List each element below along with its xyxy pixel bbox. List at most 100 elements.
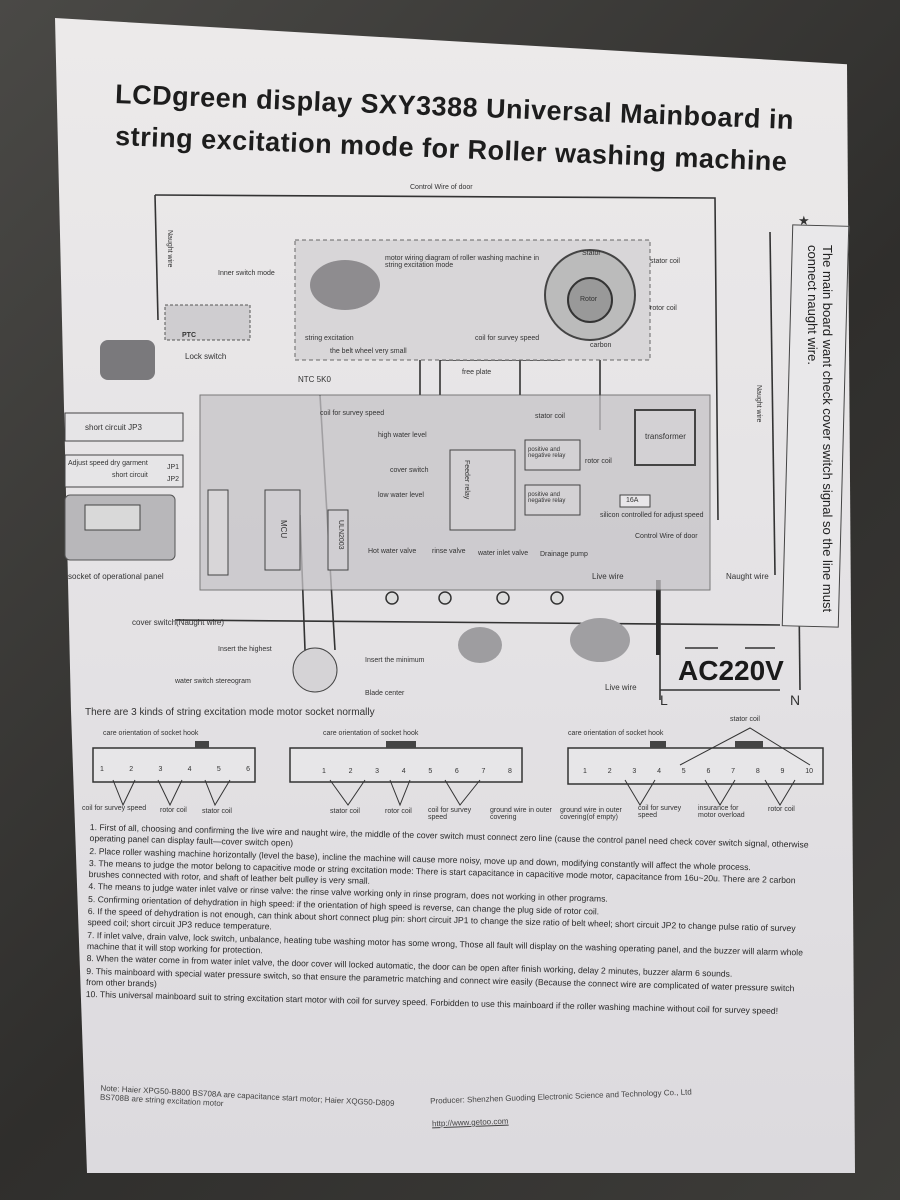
label-naught-wire-bottom: Naught wire <box>726 572 769 581</box>
label-low-water: low water level <box>378 492 424 499</box>
rinse-valve-terminal <box>438 591 452 605</box>
label-ptc: PTC <box>182 332 196 339</box>
label-free-plate: free plate <box>462 369 492 376</box>
socket-c-lead-3 <box>764 779 796 806</box>
panel-socket-strip <box>207 489 229 576</box>
socket-c-pin: 5 <box>681 768 686 775</box>
label-hot-water: Hot water valve <box>368 548 417 555</box>
socket-c-hook-2 <box>735 741 763 748</box>
label-cover-switch: cover switch <box>390 467 429 474</box>
socket-a-pin: 3 <box>158 766 163 773</box>
socket-a-lead-3 <box>204 779 231 807</box>
socket-c-label-4: rotor coil <box>768 806 795 813</box>
label-motor-diagram: motor wiring diagram of roller washing m… <box>385 255 540 269</box>
label-inner-switch-mode: Inner switch mode <box>218 270 275 277</box>
lock-switch-photo <box>100 340 155 380</box>
socket-b-pin: 3 <box>375 768 380 775</box>
label-mcu: MCU <box>279 520 288 539</box>
label-l: L <box>660 692 668 708</box>
socket-a <box>92 747 256 783</box>
socket-a-pin: 4 <box>187 766 192 773</box>
transformer-box <box>634 409 696 466</box>
socket-b-label-4: ground wire in outer covering <box>490 807 552 821</box>
socket-a-pin: 2 <box>129 766 134 773</box>
socket-c-pin: 4 <box>657 768 661 775</box>
socket-c-pin: 8 <box>755 768 760 775</box>
label-short-circuit: short circuit <box>112 472 148 479</box>
socket-a-lead-2 <box>157 779 183 807</box>
label-fuse: 16A <box>626 497 639 504</box>
socket-b-pin: 4 <box>401 768 406 775</box>
hot-valve-terminal <box>385 591 399 605</box>
label-belt-wheel: the belt wheel very small <box>330 348 407 355</box>
relay-box-2 <box>524 484 581 516</box>
socket-b <box>289 747 523 783</box>
socket-a-label-3: stator coil <box>202 808 232 815</box>
side-note-text: The main board want check cover switch s… <box>805 245 835 613</box>
water-switch <box>292 647 338 693</box>
socket-b-label-2: rotor coil <box>385 808 412 815</box>
label-stator-coil-1: stator coil <box>650 258 680 265</box>
socket-b-lead-1 <box>329 779 366 806</box>
label-insert-minimum: Insert the minimum <box>365 657 425 664</box>
socket-b-lead-2 <box>389 779 411 807</box>
mcu-box <box>264 489 301 571</box>
label-water-switch: water switch stereogram <box>175 678 251 685</box>
pump-photo <box>570 618 630 662</box>
panel-display <box>84 504 141 531</box>
socket-b-hook-label: care orientation of socket hook <box>323 730 419 737</box>
label-lock-switch: Lock switch <box>185 352 227 361</box>
socket-c-hook <box>650 741 666 748</box>
board-bottom-wire <box>174 619 781 626</box>
label-insert-highest: Insert the highest <box>218 646 272 653</box>
socket-a-label-2: rotor coil <box>160 807 187 814</box>
label-jp2: JP2 <box>167 476 180 483</box>
socket-a-hook-label: care orientation of socket hook <box>103 730 199 737</box>
socket-c <box>567 747 824 785</box>
label-control-wire-top: Control Wire of door <box>410 184 473 191</box>
socket-a-lead-1 <box>112 779 136 807</box>
ptc-box <box>164 304 251 341</box>
jp1-jp2-box <box>64 454 184 488</box>
naught-wire-right <box>769 231 776 576</box>
socket-c-pin: 3 <box>632 768 637 775</box>
inlet-valve-terminal <box>496 591 510 605</box>
socket-b-pin: 1 <box>322 768 326 775</box>
socket-c-label-2: coil for survey speed <box>638 805 682 819</box>
label-stator-coil-2: stator coil <box>535 413 565 420</box>
valve-photo <box>458 627 502 663</box>
socket-a-hook <box>195 741 209 748</box>
socket-c-pin: 1 <box>583 768 587 775</box>
uln-box <box>327 509 349 571</box>
label-live-wire: Live wire <box>592 572 624 581</box>
ac220v-label: AC220V <box>678 655 784 686</box>
label-coil-survey-speed-1: coil for survey speed <box>475 335 540 342</box>
socket-b-label-1: stator coil <box>330 808 360 815</box>
label-cover-switch-naught: cover switch(Naught wire) <box>132 618 225 627</box>
motor-photo <box>310 260 380 310</box>
label-water-inlet: water inlet valve <box>478 550 529 557</box>
socket-b-pin: 6 <box>454 768 459 775</box>
label-coil-survey-speed-2: coil for survey speed <box>320 410 385 417</box>
socket-c-pin: 6 <box>706 768 711 775</box>
socket-b-label-3: coil for survey speed <box>428 807 472 821</box>
socket-a-pin: 6 <box>246 766 250 773</box>
socket-c-top-label: stator coil <box>730 716 760 723</box>
socket-c-pin: 9 <box>780 768 785 775</box>
label-uln: ULN2003 <box>337 520 344 550</box>
drain-pump-terminal <box>550 591 564 605</box>
socket-b-pin: 5 <box>428 768 433 775</box>
label-naught-wire-left: Naught wire <box>166 230 173 268</box>
label-string-excitation: string excitation <box>305 335 354 342</box>
feeder-relay-box <box>449 449 516 531</box>
socket-c-stator <box>679 727 811 766</box>
label-feeder-relay: Feeder relay <box>463 460 470 500</box>
label-naught-wire-right: Naught wire <box>755 385 762 423</box>
socket-c-label-1: ground wire in outer covering(of empty) <box>560 807 622 821</box>
label-rotor-coil-2: rotor coil <box>585 458 612 465</box>
socket-b-lead-3 <box>444 779 481 806</box>
